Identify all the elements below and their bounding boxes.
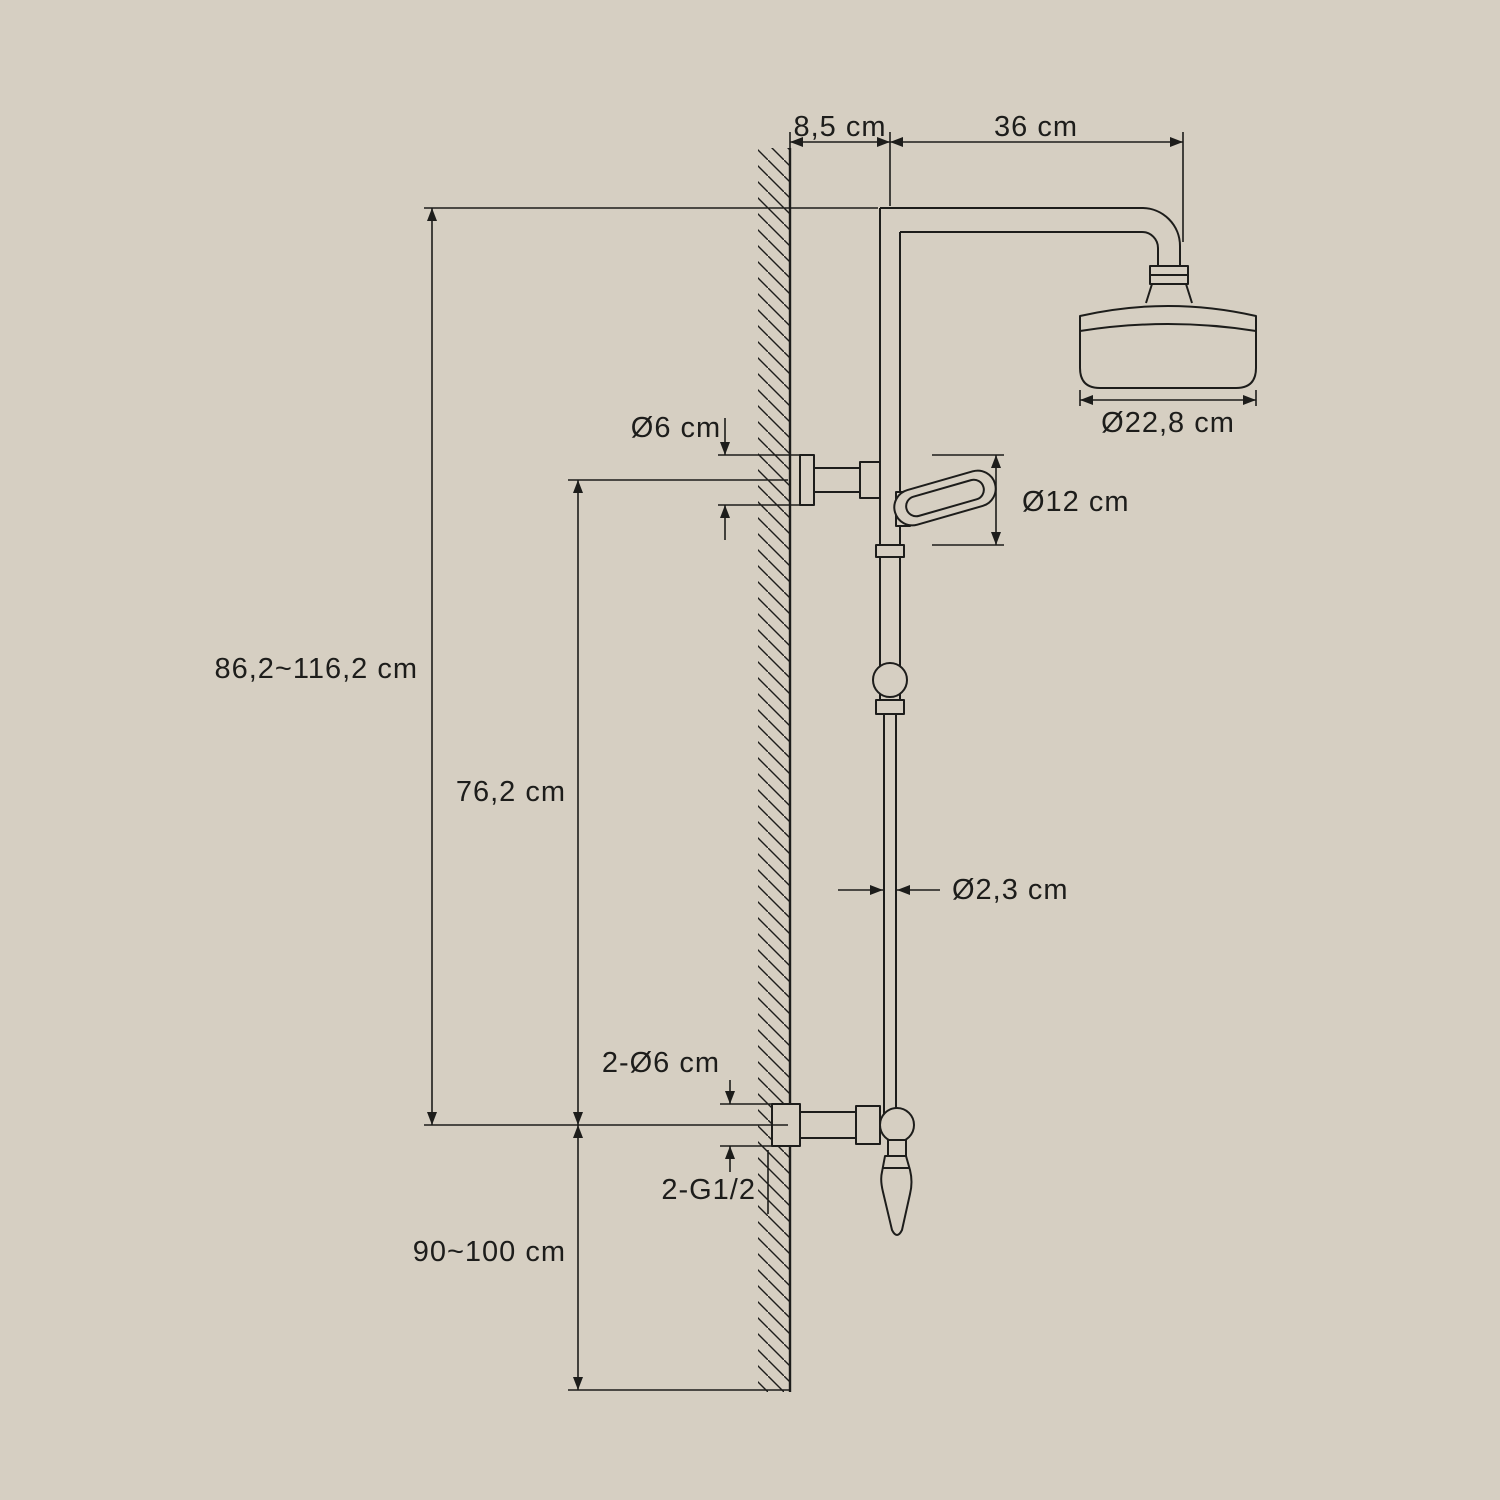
dimension-labels: 8,5 cm 36 cm Ø22,8 cm Ø6 cm Ø12 cm 86,2~… — [214, 111, 1235, 1268]
dim-label-pipe-diameter: Ø2,3 cm — [952, 874, 1069, 906]
column-collar — [875, 544, 905, 558]
dim-label-install-height: 90~100 cm — [413, 1236, 566, 1268]
hand-shower-face-inner — [905, 478, 985, 518]
hand-shower-face — [893, 469, 997, 527]
wall-hatching — [758, 148, 790, 1392]
outlet-nut — [887, 1139, 907, 1157]
shower-arm-inner — [900, 231, 1159, 266]
hand-shower-in-holder — [893, 469, 997, 527]
diverter-tee — [879, 1107, 915, 1143]
bracket-nut — [859, 461, 881, 499]
hand-shower-handle — [880, 1155, 913, 1236]
dim-label-column-height-range: 86,2~116,2 cm — [214, 653, 418, 685]
dim-label-holder-diameter: Ø12 cm — [1022, 486, 1130, 518]
dim-label-bracket-diameter: Ø6 cm — [631, 412, 721, 444]
dim-label-head-diameter: Ø22,8 cm — [1101, 407, 1235, 439]
rain-head-face-line — [1079, 323, 1257, 332]
bracket-flange — [799, 454, 815, 506]
rain-head-body — [1079, 305, 1257, 389]
dim-label-arm-length: 36 cm — [994, 111, 1078, 143]
shower-arm-outer — [880, 207, 1181, 266]
dim-label-wall-offset: 8,5 cm — [793, 111, 886, 143]
dim-label-thread-size: 2-G1/2 — [661, 1174, 756, 1206]
slider-knob — [872, 662, 908, 698]
dim-label-mount-holes: 2-Ø6 cm — [602, 1047, 720, 1079]
column-coupler — [875, 699, 905, 715]
wall — [758, 148, 792, 1392]
head-stem — [1145, 283, 1193, 304]
supply-nut — [855, 1105, 881, 1145]
shower-fixture — [771, 207, 1257, 1236]
dimension-lines — [424, 132, 1257, 1391]
dim-label-bracket-height: 76,2 cm — [456, 776, 566, 808]
